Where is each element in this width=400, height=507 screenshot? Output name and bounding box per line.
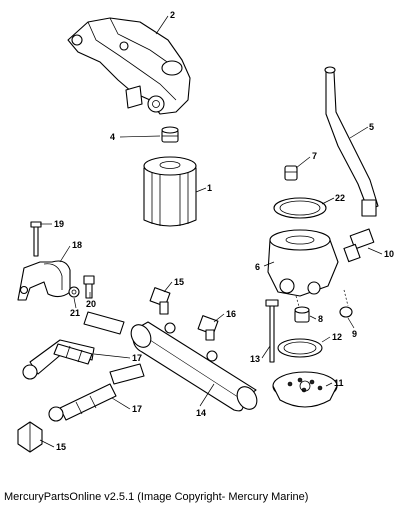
part-10-elbow-fitting [343,228,375,263]
part-15-elbow-fitting-upper [149,287,171,315]
callout-8: 8 [318,314,323,324]
callout-6: 6 [255,262,260,272]
callout-5: 5 [369,122,374,132]
callout-17-upper: 17 [132,353,142,363]
part-17-hose-upper [22,311,125,380]
callout-1: 1 [207,183,212,193]
callout-15-lower: 15 [56,442,66,452]
part-13-bolt [265,299,279,363]
part-22-o-ring [273,197,327,219]
part-2-mounting-bracket [67,17,191,115]
copyright-caption: MercuryPartsOnline v2.5.1 (Image Copyrig… [4,491,309,503]
callout-15-upper: 15 [174,277,184,287]
callout-13: 13 [250,354,260,364]
part-1-oil-filter [143,156,197,227]
part-4-fitting [161,126,179,143]
callout-labels: 2 4 1 5 7 22 6 10 8 9 12 13 11 14 15 16 … [54,10,394,452]
callout-11: 11 [334,378,344,388]
callout-21: 21 [70,308,80,318]
callout-12: 12 [332,332,342,342]
callout-17-lower: 17 [132,404,142,414]
part-20-bolt [83,275,95,299]
callout-4: 4 [110,132,115,142]
part-17-hose-lower [48,363,145,422]
callout-18: 18 [72,240,82,250]
callout-19: 19 [54,219,64,229]
callout-10: 10 [384,249,394,259]
part-19-bolt [30,221,42,257]
callout-7: 7 [312,151,317,161]
part-18-clamp-bracket [17,260,71,301]
parts-diagram: 2 4 1 5 7 22 6 10 8 9 12 13 11 14 15 16 … [17,10,394,453]
part-21-washer [68,286,80,298]
callout-16: 16 [226,309,236,319]
part-15-fitting-lower [17,421,43,453]
part-9-cap [339,306,353,318]
callout-14: 14 [196,408,206,418]
leader-lines [39,15,383,448]
callout-2: 2 [170,10,175,20]
part-14-oil-cooler [130,321,258,412]
part-6-adapter-housing [267,229,349,311]
part-16-elbow-fitting [197,315,219,341]
part-5-tube [324,66,379,217]
callout-20: 20 [86,299,96,309]
part-8-fitting [294,306,310,323]
part-11-base-plate [272,371,338,408]
part-7-plug [284,165,298,181]
part-12-o-ring [277,338,323,358]
callout-9: 9 [352,329,357,339]
callout-22: 22 [335,193,345,203]
